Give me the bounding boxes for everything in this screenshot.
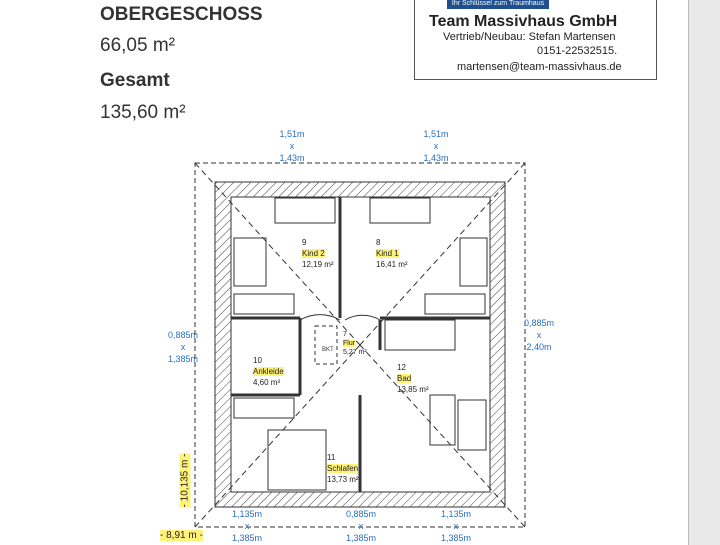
floor-title: OBERGESCHOSS <box>100 4 263 25</box>
room-name: Flur <box>343 340 356 347</box>
company-slogan: Ihr Schlüssel zum Traumhaus <box>447 0 549 9</box>
dim-height: 1,385m <box>440 533 472 543</box>
room-area: 16,41 m² <box>376 260 408 269</box>
dim-height: 1,385m <box>345 533 377 543</box>
roof-outline <box>194 162 526 528</box>
room-name: Bad <box>397 374 412 383</box>
dim-width: 1,135m <box>440 509 472 519</box>
company-email: martensen@team-massivhaus.de <box>457 61 622 73</box>
room-area: 13,73 m² <box>327 475 359 484</box>
dim-x: x <box>289 141 295 151</box>
dim-x: x <box>180 342 186 352</box>
room-number: 8 <box>376 238 381 247</box>
window-dim-bottom-mid: 0,885m x 1,385m <box>344 508 378 544</box>
window-dim-left: 0,885m x 1,385m <box>166 329 200 365</box>
window-dim-bottom-left: 1,135m x 1,385m <box>230 508 264 544</box>
total-title: Gesamt <box>100 70 170 91</box>
room-number: 11 <box>327 453 336 462</box>
room-number: 10 <box>253 356 262 365</box>
dim-width: 0,885m <box>345 509 377 519</box>
dim-height: 1,385m <box>231 533 263 543</box>
furniture <box>233 197 488 491</box>
window-dim-top-right: 1,51m x 1,43m <box>422 128 450 164</box>
total-area: 135,60 m² <box>100 102 186 123</box>
dim-width: 0,885m <box>167 330 199 340</box>
dim-x: x <box>244 521 250 531</box>
room-area: 4,60 m² <box>253 378 281 387</box>
dim-height: 1,43m <box>423 153 449 163</box>
room-area: 5,27 m² <box>343 349 367 356</box>
dim-x: x <box>453 521 459 531</box>
dim-x: x <box>358 521 364 531</box>
overall-width: - 8,91 m - <box>160 530 203 541</box>
dim-height: 2,40m <box>526 342 552 352</box>
room-number: 7 <box>343 331 347 338</box>
company-stamp: Ihr Schlüssel zum Traumhaus Team Massivh… <box>414 0 657 80</box>
dim-height: 1,385m <box>167 354 199 364</box>
window-dim-right: 0,885m x 2,40m <box>522 317 556 353</box>
dim-width: 1,51m <box>279 129 305 139</box>
dim-width: 1,51m <box>423 129 449 139</box>
interior-walls <box>231 197 490 492</box>
room-name: Schlafen <box>327 464 359 473</box>
company-name: Team Massivhaus GmbH <box>429 13 618 30</box>
window-dim-bottom-right: 1,135m x 1,385m <box>439 508 473 544</box>
room-name: Kind 1 <box>376 249 399 258</box>
window-dim-top-left: 1,51m x 1,43m <box>278 128 306 164</box>
company-contact: Vertrieb/Neubau: Stefan Martensen <box>443 31 616 43</box>
room-number: 9 <box>302 238 307 247</box>
room-number: 12 <box>397 363 406 372</box>
room-area: 13,85 m² <box>397 385 429 394</box>
page-edge <box>688 0 720 545</box>
room-area: 12,19 m² <box>302 260 334 269</box>
stair-label: BKT <box>322 347 334 353</box>
dim-width: 1,135m <box>231 509 263 519</box>
roof-ridge-lines <box>194 162 526 528</box>
dim-x: x <box>536 330 542 340</box>
dim-width: 0,885m <box>523 318 555 328</box>
room-name: Ankleide <box>253 367 284 376</box>
dim-x: x <box>433 141 439 151</box>
overall-depth: - 10,135 m - <box>179 453 191 508</box>
dim-height: 1,43m <box>279 153 305 163</box>
room-name: Kind 2 <box>302 249 325 258</box>
floor-area: 66,05 m² <box>100 35 175 56</box>
company-phone: 0151-22532515. <box>537 45 618 57</box>
